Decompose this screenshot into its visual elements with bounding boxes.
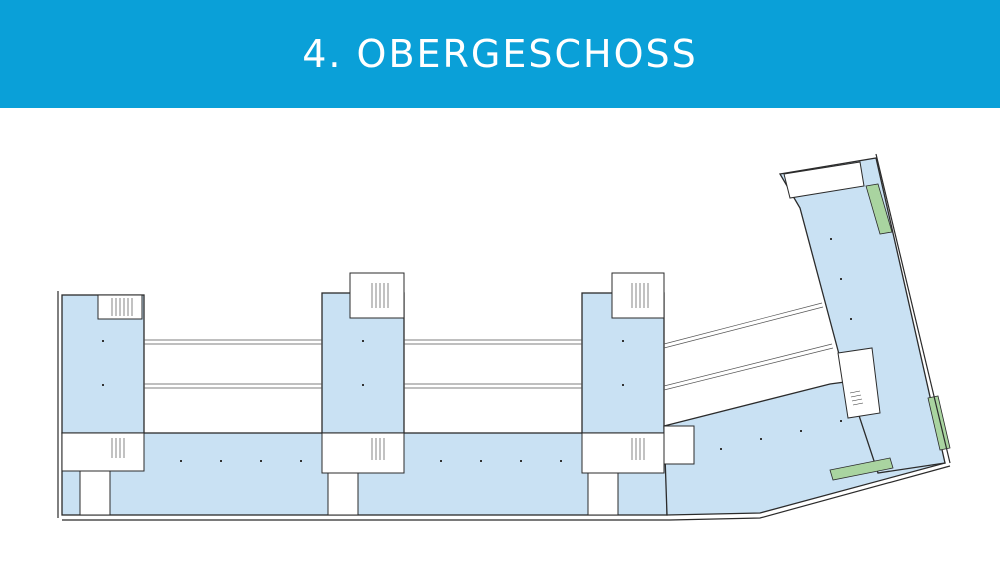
header-banner: 4. OBERGESCHOSS — [0, 0, 1000, 108]
stair-hatching — [111, 283, 864, 460]
core-right-top — [611, 272, 665, 319]
core-diagonal-top — [783, 161, 865, 199]
diagonal-wing — [778, 157, 946, 474]
page-title: 4. OBERGESCHOSS — [302, 32, 698, 76]
core-angled — [663, 425, 695, 465]
plan-outlines — [57, 153, 951, 521]
core-right-bottom — [581, 432, 665, 474]
terrace-strip-top — [865, 183, 893, 235]
columns — [102, 238, 852, 462]
core-left-base — [79, 470, 111, 516]
floor-plan — [57, 153, 951, 521]
core-middle-base — [327, 472, 359, 516]
core-middle-bottom — [321, 432, 405, 474]
core-left-bottom — [61, 432, 145, 472]
core-middle-top — [349, 272, 405, 319]
terrace-strip-bottom — [829, 457, 894, 481]
core-diagonal-mid — [837, 347, 881, 419]
core-right-base — [587, 472, 619, 516]
